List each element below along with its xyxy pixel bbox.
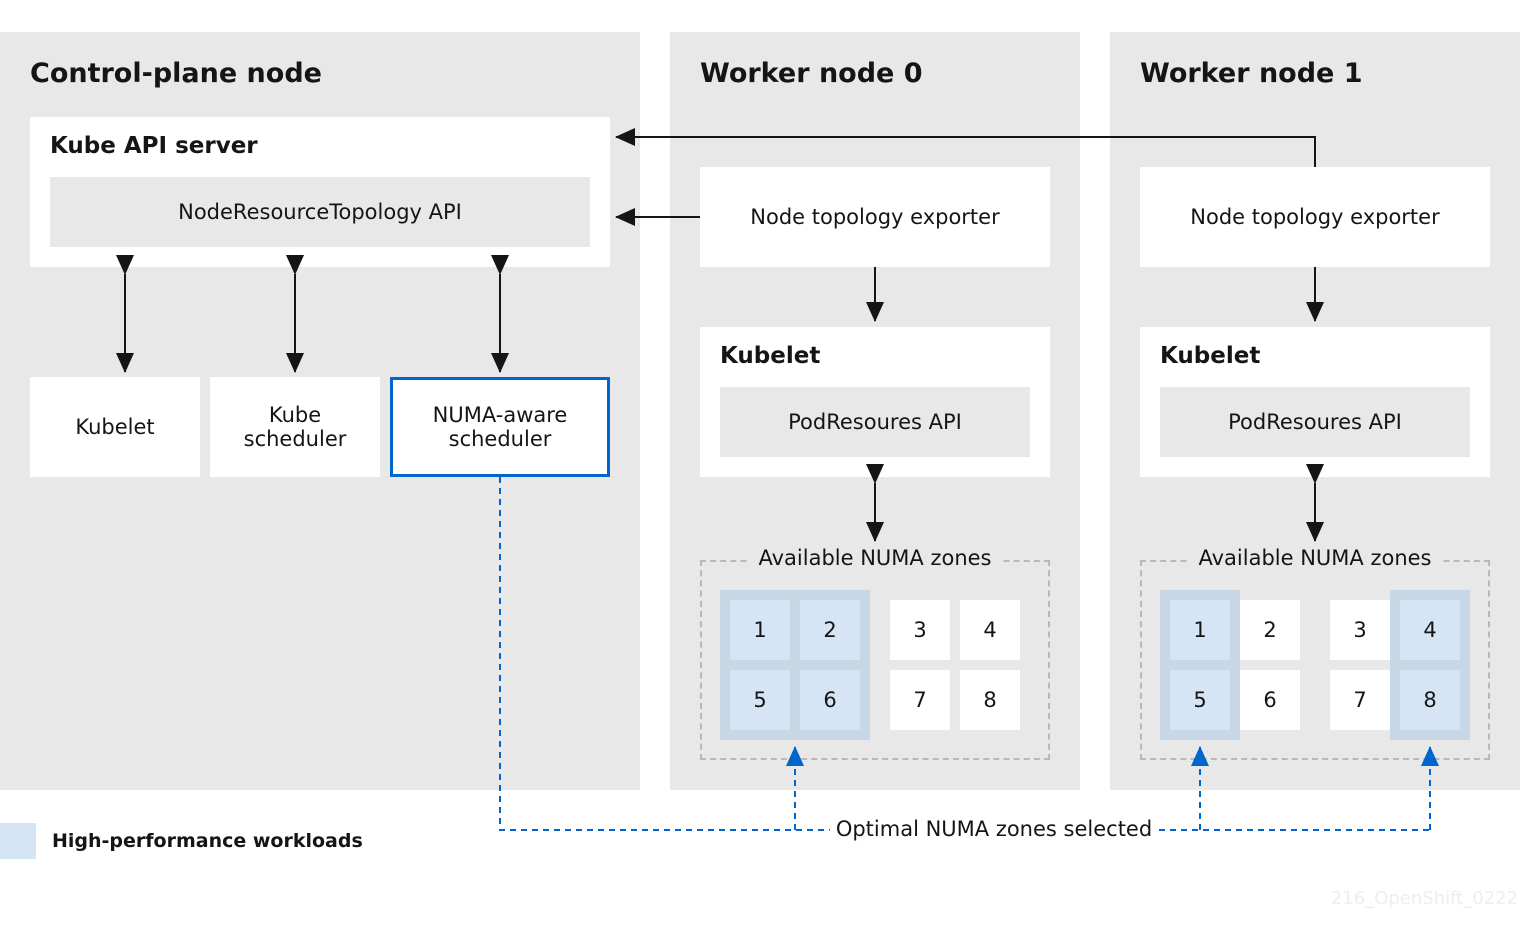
worker-0-numa-zones-label: Available NUMA zones [750, 546, 1000, 570]
worker-0-kubelet-box: Kubelet PodResoures API [700, 327, 1050, 477]
worker-1-zone-6: 6 [1240, 670, 1300, 730]
numa-aware-scheduler-label: NUMA-aware scheduler [432, 403, 568, 451]
control-plane-kubelet-label: Kubelet [75, 415, 155, 439]
worker-0-zone-7: 7 [890, 670, 950, 730]
worker-0-pod-resources-api-label: PodResoures API [788, 410, 962, 434]
worker-0-zone-2: 2 [800, 600, 860, 660]
figure-id-watermark: 216_OpenShift_0222 [1330, 888, 1518, 909]
node-resource-topology-api-box: NodeResourceTopology API [50, 177, 590, 247]
worker-1-pod-resources-api-label: PodResoures API [1228, 410, 1402, 434]
worker-1-kubelet-title: Kubelet [1160, 343, 1261, 369]
worker-0-zone-4: 4 [960, 600, 1020, 660]
node-resource-topology-api-label: NodeResourceTopology API [178, 200, 462, 224]
worker-node-1-title: Worker node 1 [1140, 58, 1363, 89]
kube-api-server-box: Kube API server NodeResourceTopology API [30, 117, 610, 267]
optimal-numa-zones-label: Optimal NUMA zones selected [829, 817, 1159, 841]
worker-1-zone-2: 2 [1240, 600, 1300, 660]
kube-scheduler-box: Kube scheduler [210, 377, 380, 477]
worker-1-pod-resources-api-box: PodResoures API [1160, 387, 1470, 457]
worker-0-zone-5: 5 [730, 670, 790, 730]
kube-api-server-title: Kube API server [50, 133, 258, 159]
worker-node-0-title: Worker node 0 [700, 58, 923, 89]
worker-1-zone-1: 1 [1170, 600, 1230, 660]
worker-0-exporter-label: Node topology exporter [750, 205, 1000, 229]
worker-1-zone-3: 3 [1330, 600, 1390, 660]
worker-1-zone-7: 7 [1330, 670, 1390, 730]
worker-0-zone-1: 1 [730, 600, 790, 660]
worker-0-zone-6: 6 [800, 670, 860, 730]
worker-1-exporter-box: Node topology exporter [1140, 167, 1490, 267]
worker-0-pod-resources-api-box: PodResoures API [720, 387, 1030, 457]
control-plane-node-title: Control-plane node [30, 58, 322, 89]
worker-1-exporter-label: Node topology exporter [1190, 205, 1440, 229]
worker-1-zone-4: 4 [1400, 600, 1460, 660]
worker-1-numa-zones-label: Available NUMA zones [1190, 546, 1440, 570]
numa-aware-scheduler-box: NUMA-aware scheduler [390, 377, 610, 477]
legend-swatch [0, 823, 36, 859]
kube-scheduler-label: Kube scheduler [243, 403, 347, 451]
worker-0-zone-8: 8 [960, 670, 1020, 730]
worker-0-zone-3: 3 [890, 600, 950, 660]
worker-1-kubelet-box: Kubelet PodResoures API [1140, 327, 1490, 477]
legend-label: High-performance workloads [52, 830, 363, 852]
worker-0-exporter-box: Node topology exporter [700, 167, 1050, 267]
worker-1-zone-5: 5 [1170, 670, 1230, 730]
worker-0-kubelet-title: Kubelet [720, 343, 821, 369]
worker-1-zone-8: 8 [1400, 670, 1460, 730]
control-plane-kubelet-box: Kubelet [30, 377, 200, 477]
